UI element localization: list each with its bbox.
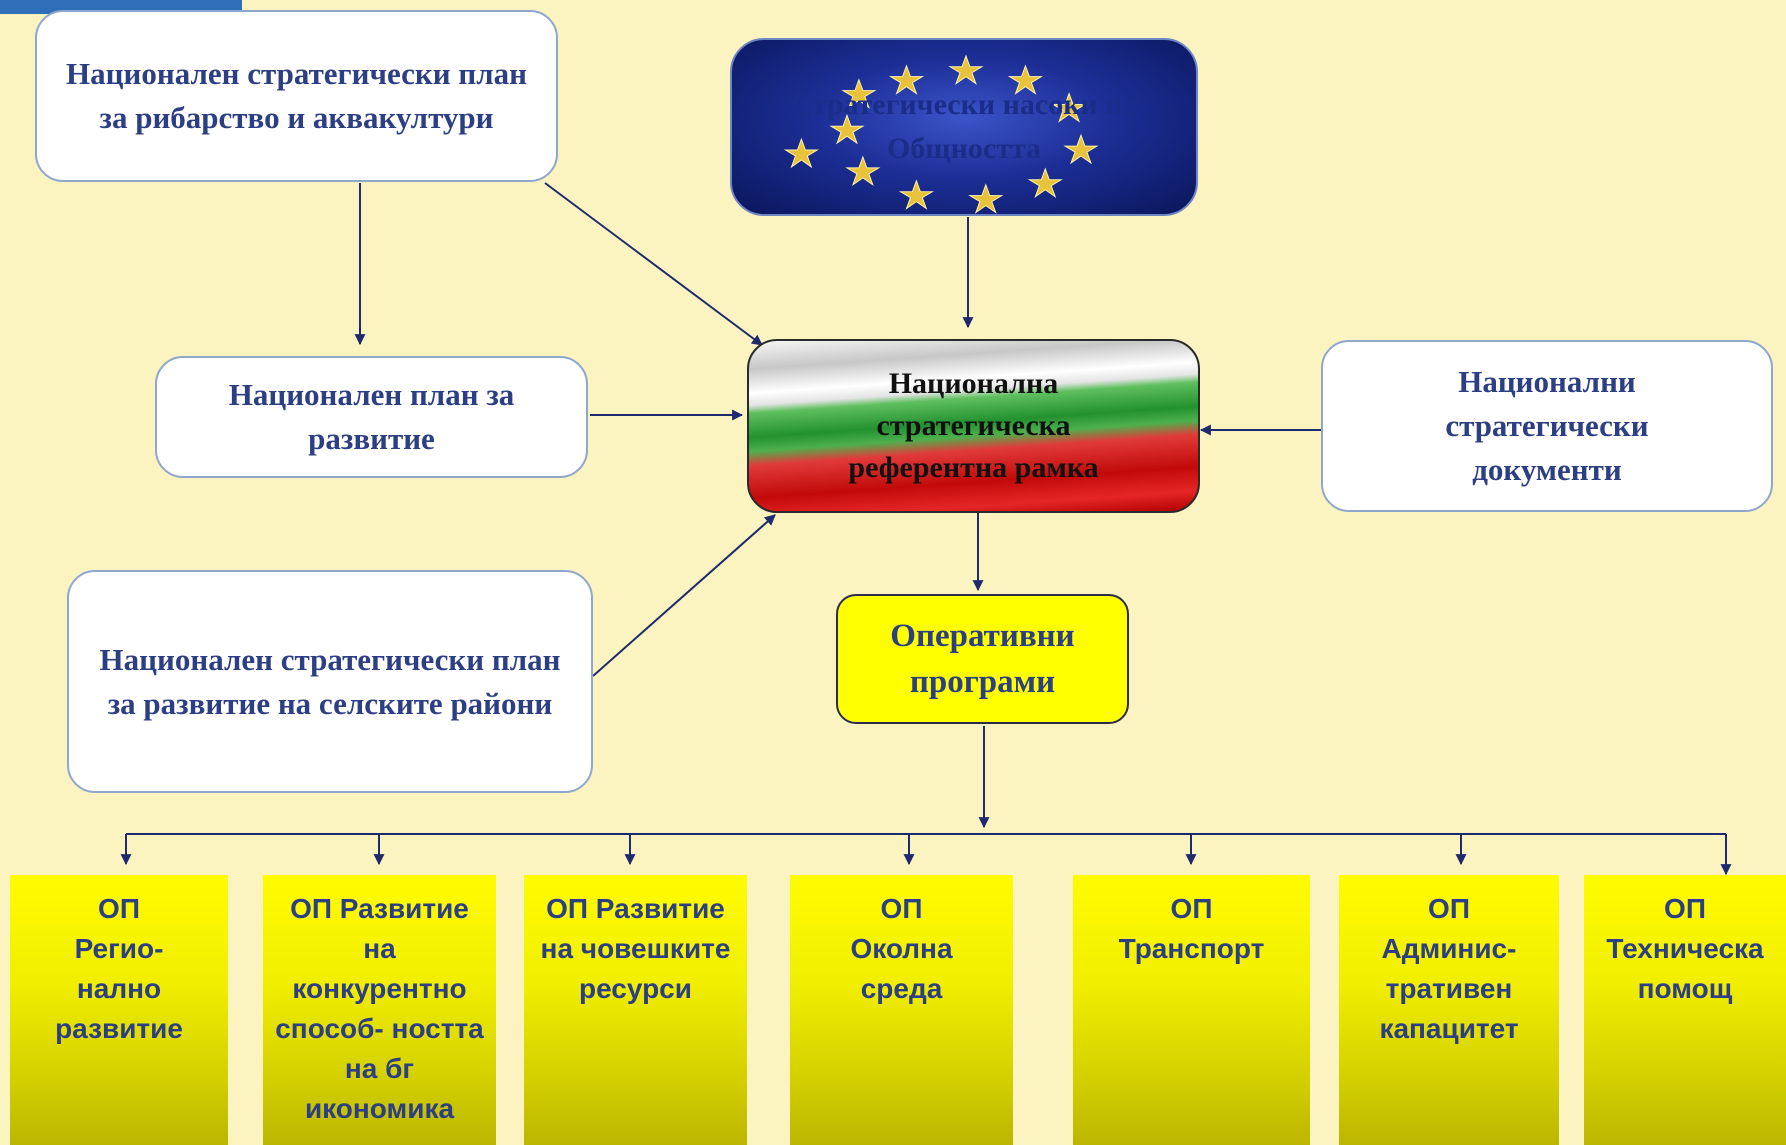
development-plan-box: Национален план за развитие (155, 356, 588, 478)
op-human-resources: ОП Развитие на човешките ресурси (524, 875, 747, 1145)
op-competitiveness: ОП Развитие на конкурентно способ- ностт… (263, 875, 496, 1145)
op-regional-development: ОП Регио- нално развитие (10, 875, 228, 1145)
operational-programmes-box: Оперативни програми (836, 594, 1129, 724)
op-human-resources-label: ОП Развитие на човешките ресурси (540, 893, 731, 1004)
op-administrative-capacity-label: ОП Админис- тративен капацитет (1379, 893, 1519, 1044)
op-environment: ОП Околна среда (790, 875, 1013, 1145)
nsrf-label: Национална стратегическа референтна рамк… (848, 367, 1099, 484)
op-transport: ОП Транспорт (1073, 875, 1310, 1145)
community-guidelines-box: Стратегически насоки на Общността (730, 38, 1198, 216)
rural-plan-box: Национален стратегически план за развити… (67, 570, 593, 793)
op-competitiveness-label: ОП Развитие на конкурентно способ- ностт… (275, 893, 484, 1124)
development-plan-label: Национален план за развитие (228, 377, 515, 456)
rural-plan-label: Национален стратегически план за развити… (99, 641, 561, 721)
nsrf-box: Национална стратегическа референтна рамк… (747, 339, 1200, 513)
op-technical-assistance: ОП Техническа помощ (1584, 875, 1786, 1145)
national-documents-label: Национални стратегически документи (1445, 364, 1649, 487)
op-administrative-capacity: ОП Админис- тративен капацитет (1339, 875, 1559, 1145)
op-environment-label: ОП Околна среда (850, 893, 953, 1004)
arrow-rural-to-nsrf (592, 514, 776, 677)
arrow-fisheries-to-nsrf (544, 182, 763, 346)
op-transport-label: ОП Транспорт (1118, 893, 1265, 964)
op-technical-assistance-label: ОП Техническа помощ (1606, 893, 1764, 1004)
op-regional-development-label: ОП Регио- нално развитие (55, 893, 183, 1044)
community-guidelines-label: Стратегически насоки на Общността (790, 88, 1138, 165)
national-documents-box: Национални стратегически документи (1321, 340, 1773, 512)
eu-stars-icon (783, 54, 1099, 214)
operational-programmes-label: Оперативни програми (890, 618, 1075, 700)
fisheries-plan-label: Национален стратегически план за рибарст… (66, 56, 527, 135)
fisheries-plan-box: Национален стратегически план за рибарст… (35, 10, 558, 182)
